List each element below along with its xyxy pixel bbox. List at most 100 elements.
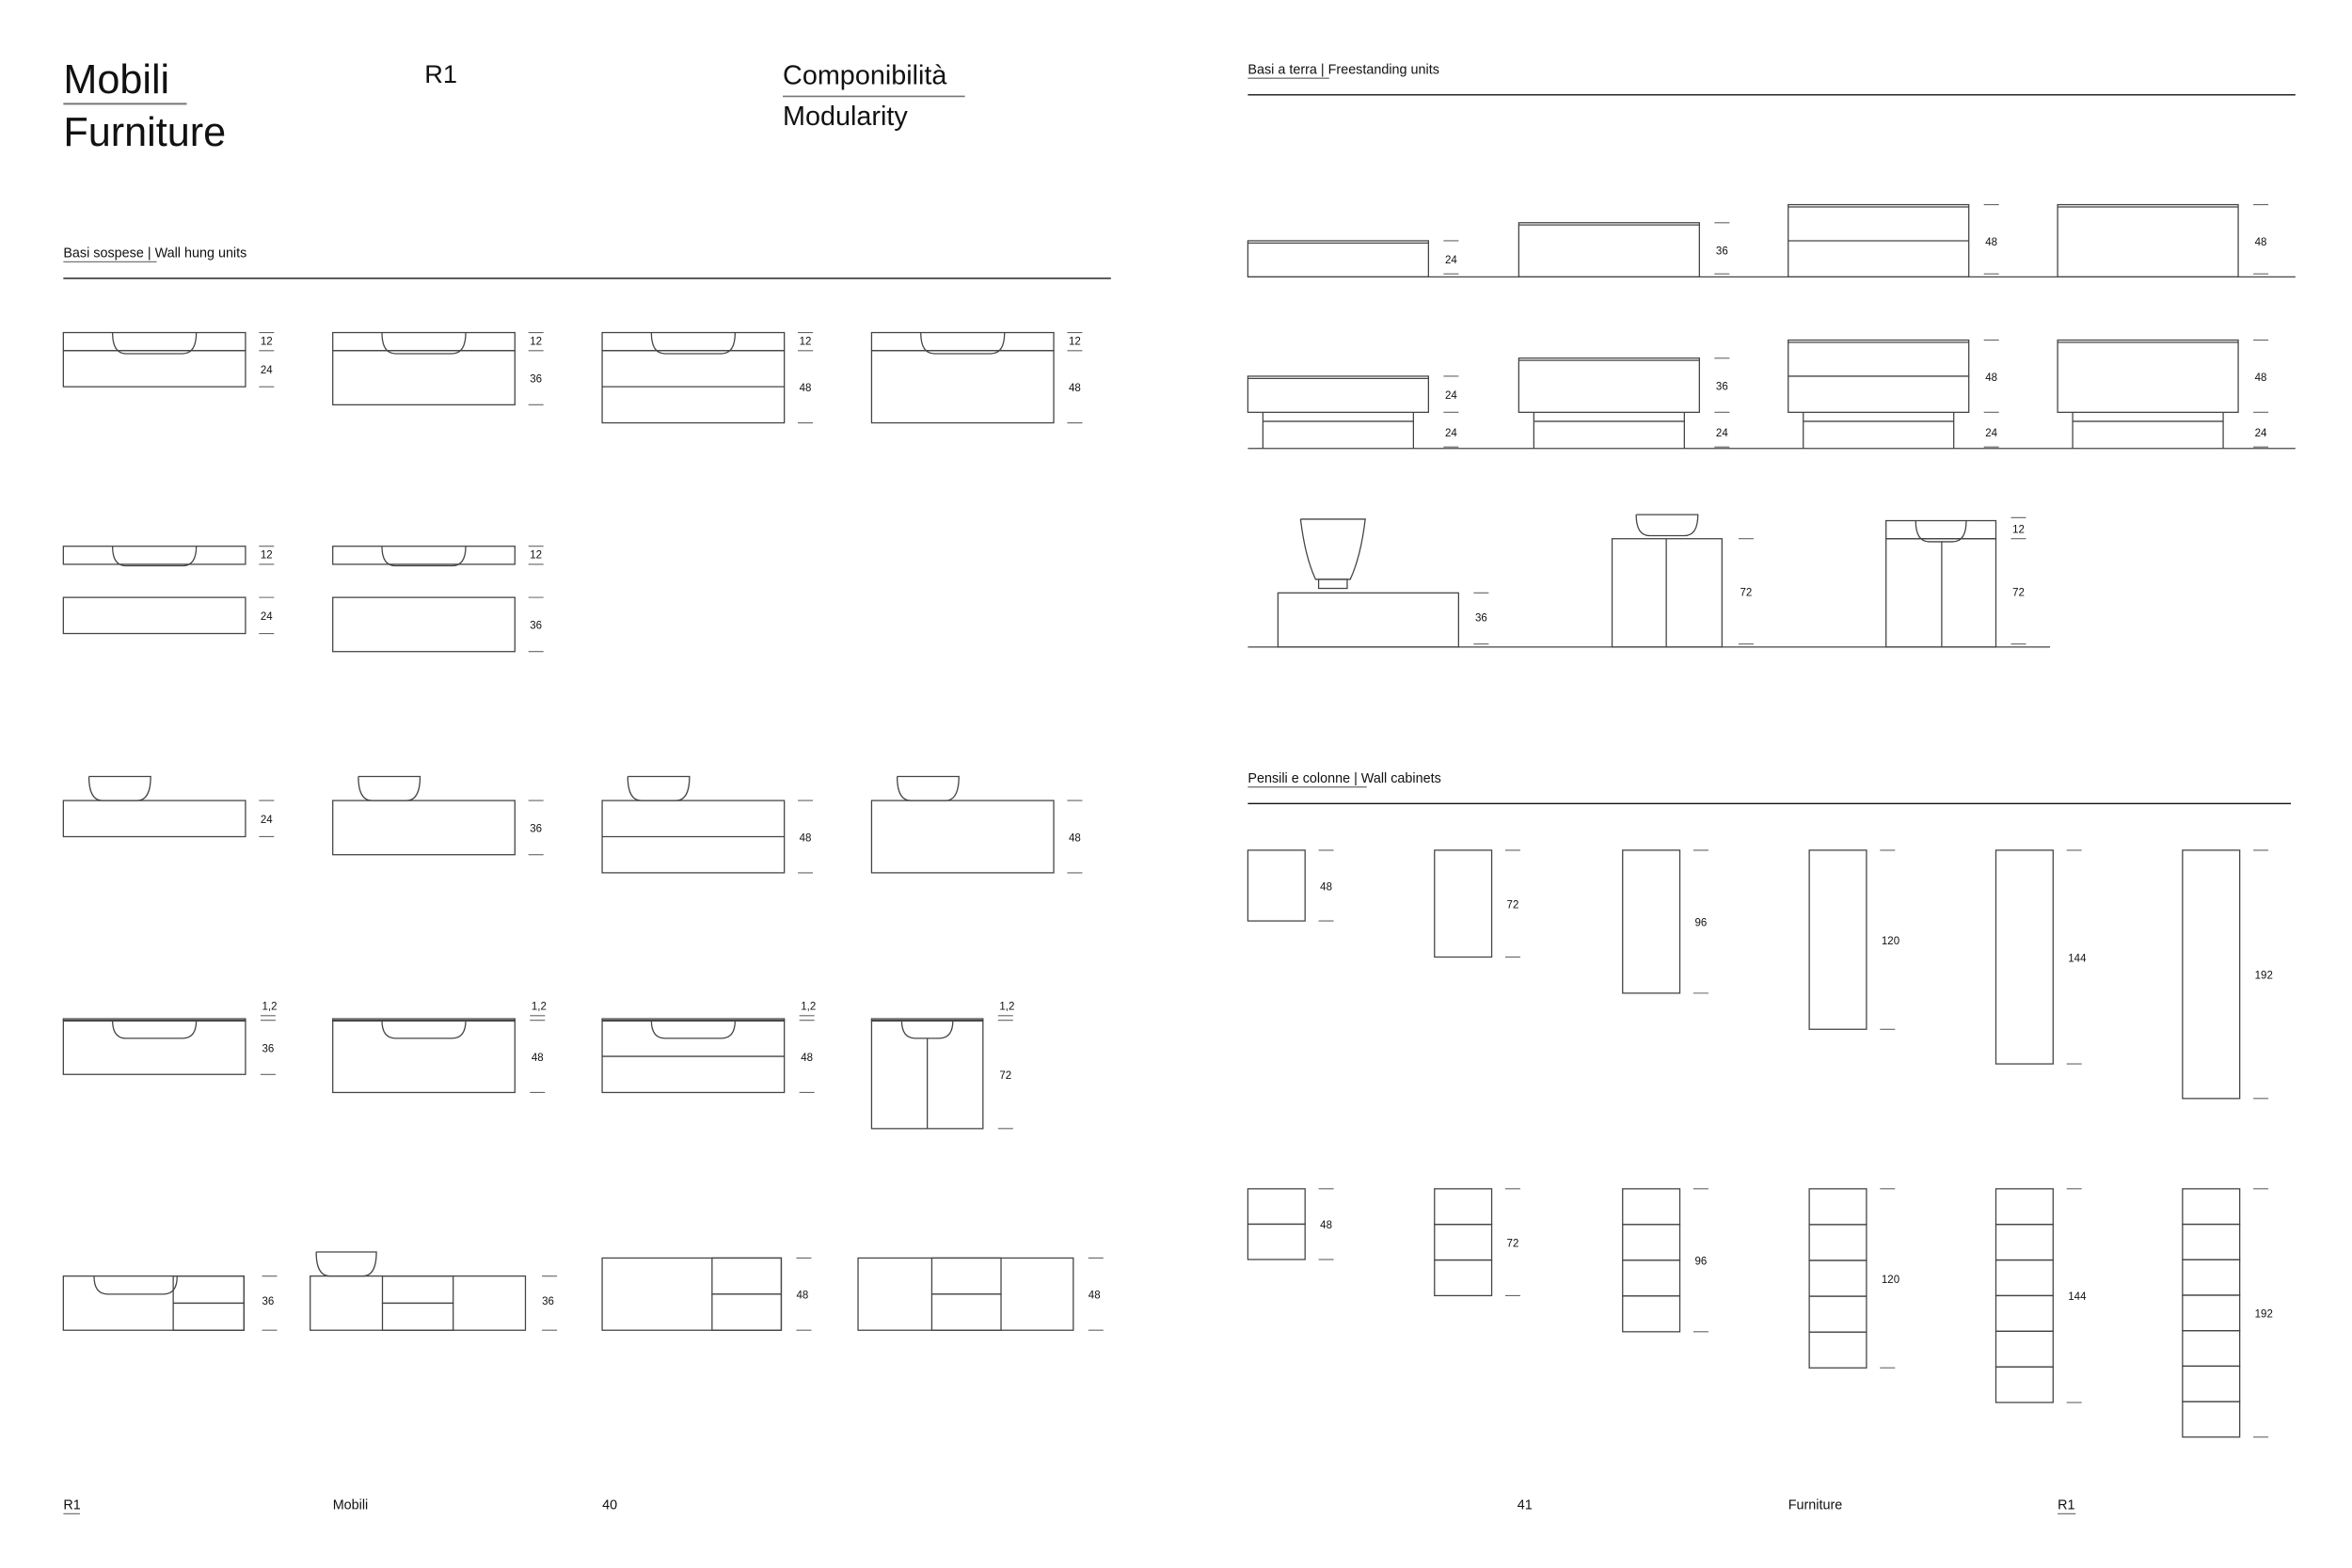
dimension-label: 48 (1089, 1291, 1101, 1302)
dimension-label: 72 (999, 1070, 1011, 1082)
freestanding-unit: 36 (1518, 222, 1730, 278)
dimension-label: 48 (2255, 237, 2267, 248)
subtitle-italian: Componibilità (783, 61, 946, 91)
section-title-wall-cabinets: Pensili e colonne | Wall cabinets (1248, 771, 1440, 786)
section-title-english: | Freestanding units (1321, 62, 1439, 77)
section-title-italian: Basi sospese (63, 246, 144, 261)
shelf-compartment (1247, 1188, 1306, 1226)
cabinet-outline (62, 596, 246, 635)
title-english: Furniture (63, 110, 226, 155)
cabinet-outline (1622, 849, 1681, 994)
dimension-label: 48 (1320, 1220, 1332, 1231)
freestanding-unit-with-legs: 24 24 (1247, 375, 1459, 449)
dimension-label: 72 (1507, 1238, 1519, 1249)
open-shelf-column: 192 (2182, 1188, 2273, 1438)
countertop (1885, 519, 1997, 540)
wall-hung-unit: 48 (601, 775, 814, 874)
dimension-label: 48 (801, 1053, 813, 1064)
dimension-label: 12 (2012, 524, 2025, 535)
dimension-label: 48 (2255, 372, 2267, 384)
dimension-label: 24 (1445, 390, 1457, 402)
dimension-label: 48 (1985, 237, 1997, 248)
wall-hung-unit: 48 (870, 775, 1083, 874)
cabinet-outline (1277, 592, 1460, 648)
cabinet-outline (332, 1020, 516, 1094)
cabinet-outline (1518, 357, 1700, 413)
dimension-label: 72 (1507, 899, 1519, 911)
drawer (711, 1257, 783, 1295)
integrated-sink (381, 1020, 467, 1039)
dimension-label: 72 (1740, 588, 1753, 599)
dimension-label: 24 (2255, 428, 2267, 439)
cabinet-outline (1434, 849, 1493, 958)
dimension-label: 144 (2068, 953, 2087, 964)
wall-hung-unit: 36 (332, 775, 544, 856)
dimension-label: 36 (262, 1043, 275, 1054)
wall-hung-unit: 36 (310, 1251, 558, 1331)
shelf-compartment (2182, 1259, 2241, 1296)
shelf-compartment (1622, 1259, 1681, 1297)
shelf-compartment (1622, 1224, 1681, 1261)
countertop (332, 331, 516, 352)
section-title-wall-hung: Basi sospese | Wall hung units (63, 246, 246, 261)
dimension-label: 36 (530, 373, 542, 385)
freestanding-unit: 48 (1788, 203, 1999, 278)
shelf-compartment (1808, 1259, 1867, 1297)
freestanding-unit: 72 (1611, 514, 1754, 648)
page-number-left: 40 (602, 1498, 617, 1513)
shelf-compartment (1434, 1188, 1493, 1226)
wall-hung-unit: 36 (62, 1275, 278, 1331)
shelf-compartment (2182, 1401, 2241, 1438)
shelf-compartment (1434, 1224, 1493, 1261)
cabinet-outline (1885, 538, 1997, 648)
cabinet-outline (870, 350, 1055, 424)
section-title-italian: Pensili e colonne (1248, 771, 1350, 786)
dimension-label: 120 (1882, 936, 1899, 947)
dimension-label: 24 (1445, 255, 1457, 266)
countertop (62, 546, 246, 565)
vessel-basin (1635, 514, 1699, 537)
dimension-label: 24 (1445, 428, 1457, 439)
cabinet-outline (332, 596, 516, 653)
tall-vase-basin (1299, 518, 1366, 580)
dimension-label: 36 (530, 621, 542, 632)
dimension-label: 48 (1320, 881, 1332, 893)
footer-section-left: Mobili (333, 1498, 369, 1513)
dimension-label: 24 (261, 365, 273, 376)
shelf-compartment (1808, 1224, 1867, 1261)
wall-cabinet: 192 (2182, 849, 2273, 1100)
basin-base (1317, 578, 1348, 590)
dimension-label: 36 (262, 1296, 275, 1307)
shelf-compartment (1994, 1294, 2054, 1332)
shelf-compartment (1994, 1224, 2054, 1261)
section-title-freestanding: Basi a terra | Freestanding units (1248, 62, 1439, 77)
shelf-compartment (1994, 1259, 2054, 1297)
dimension-label: 192 (2255, 1309, 2273, 1321)
integrated-sink (111, 1020, 198, 1039)
integrated-sink (93, 1275, 178, 1295)
freestanding-unit-with-legs: 48 24 (2057, 339, 2269, 449)
dimension-label: 48 (800, 383, 812, 394)
dimension-label: 12 (530, 336, 542, 347)
wall-hung-unit: 48 (601, 1257, 812, 1331)
shelf-compartment (1808, 1295, 1867, 1333)
shelf-compartment (1622, 1188, 1681, 1226)
dimension-label: 36 (1475, 613, 1487, 625)
vessel-basin (896, 775, 960, 801)
dimension-label: 12 (1069, 336, 1081, 347)
shelf-compartment (2182, 1294, 2241, 1332)
shelf-compartment (1808, 1188, 1867, 1226)
freestanding-unit: 48 (2057, 203, 2269, 278)
wall-cabinet: 144 (1994, 849, 2087, 1065)
open-shelf-column: 120 (1808, 1188, 1899, 1369)
cabinet-outline (1247, 375, 1430, 413)
wall-hung-unit: 12 36 (332, 331, 544, 405)
cabinet-outline (870, 800, 1055, 874)
open-shelf-column: 144 (1994, 1188, 2087, 1403)
shelf-compartment (1247, 1223, 1306, 1260)
page-number-right: 41 (1518, 1498, 1533, 1513)
countertop (870, 331, 1055, 352)
dimension-label: 48 (1069, 832, 1081, 844)
drawer (172, 1302, 245, 1331)
